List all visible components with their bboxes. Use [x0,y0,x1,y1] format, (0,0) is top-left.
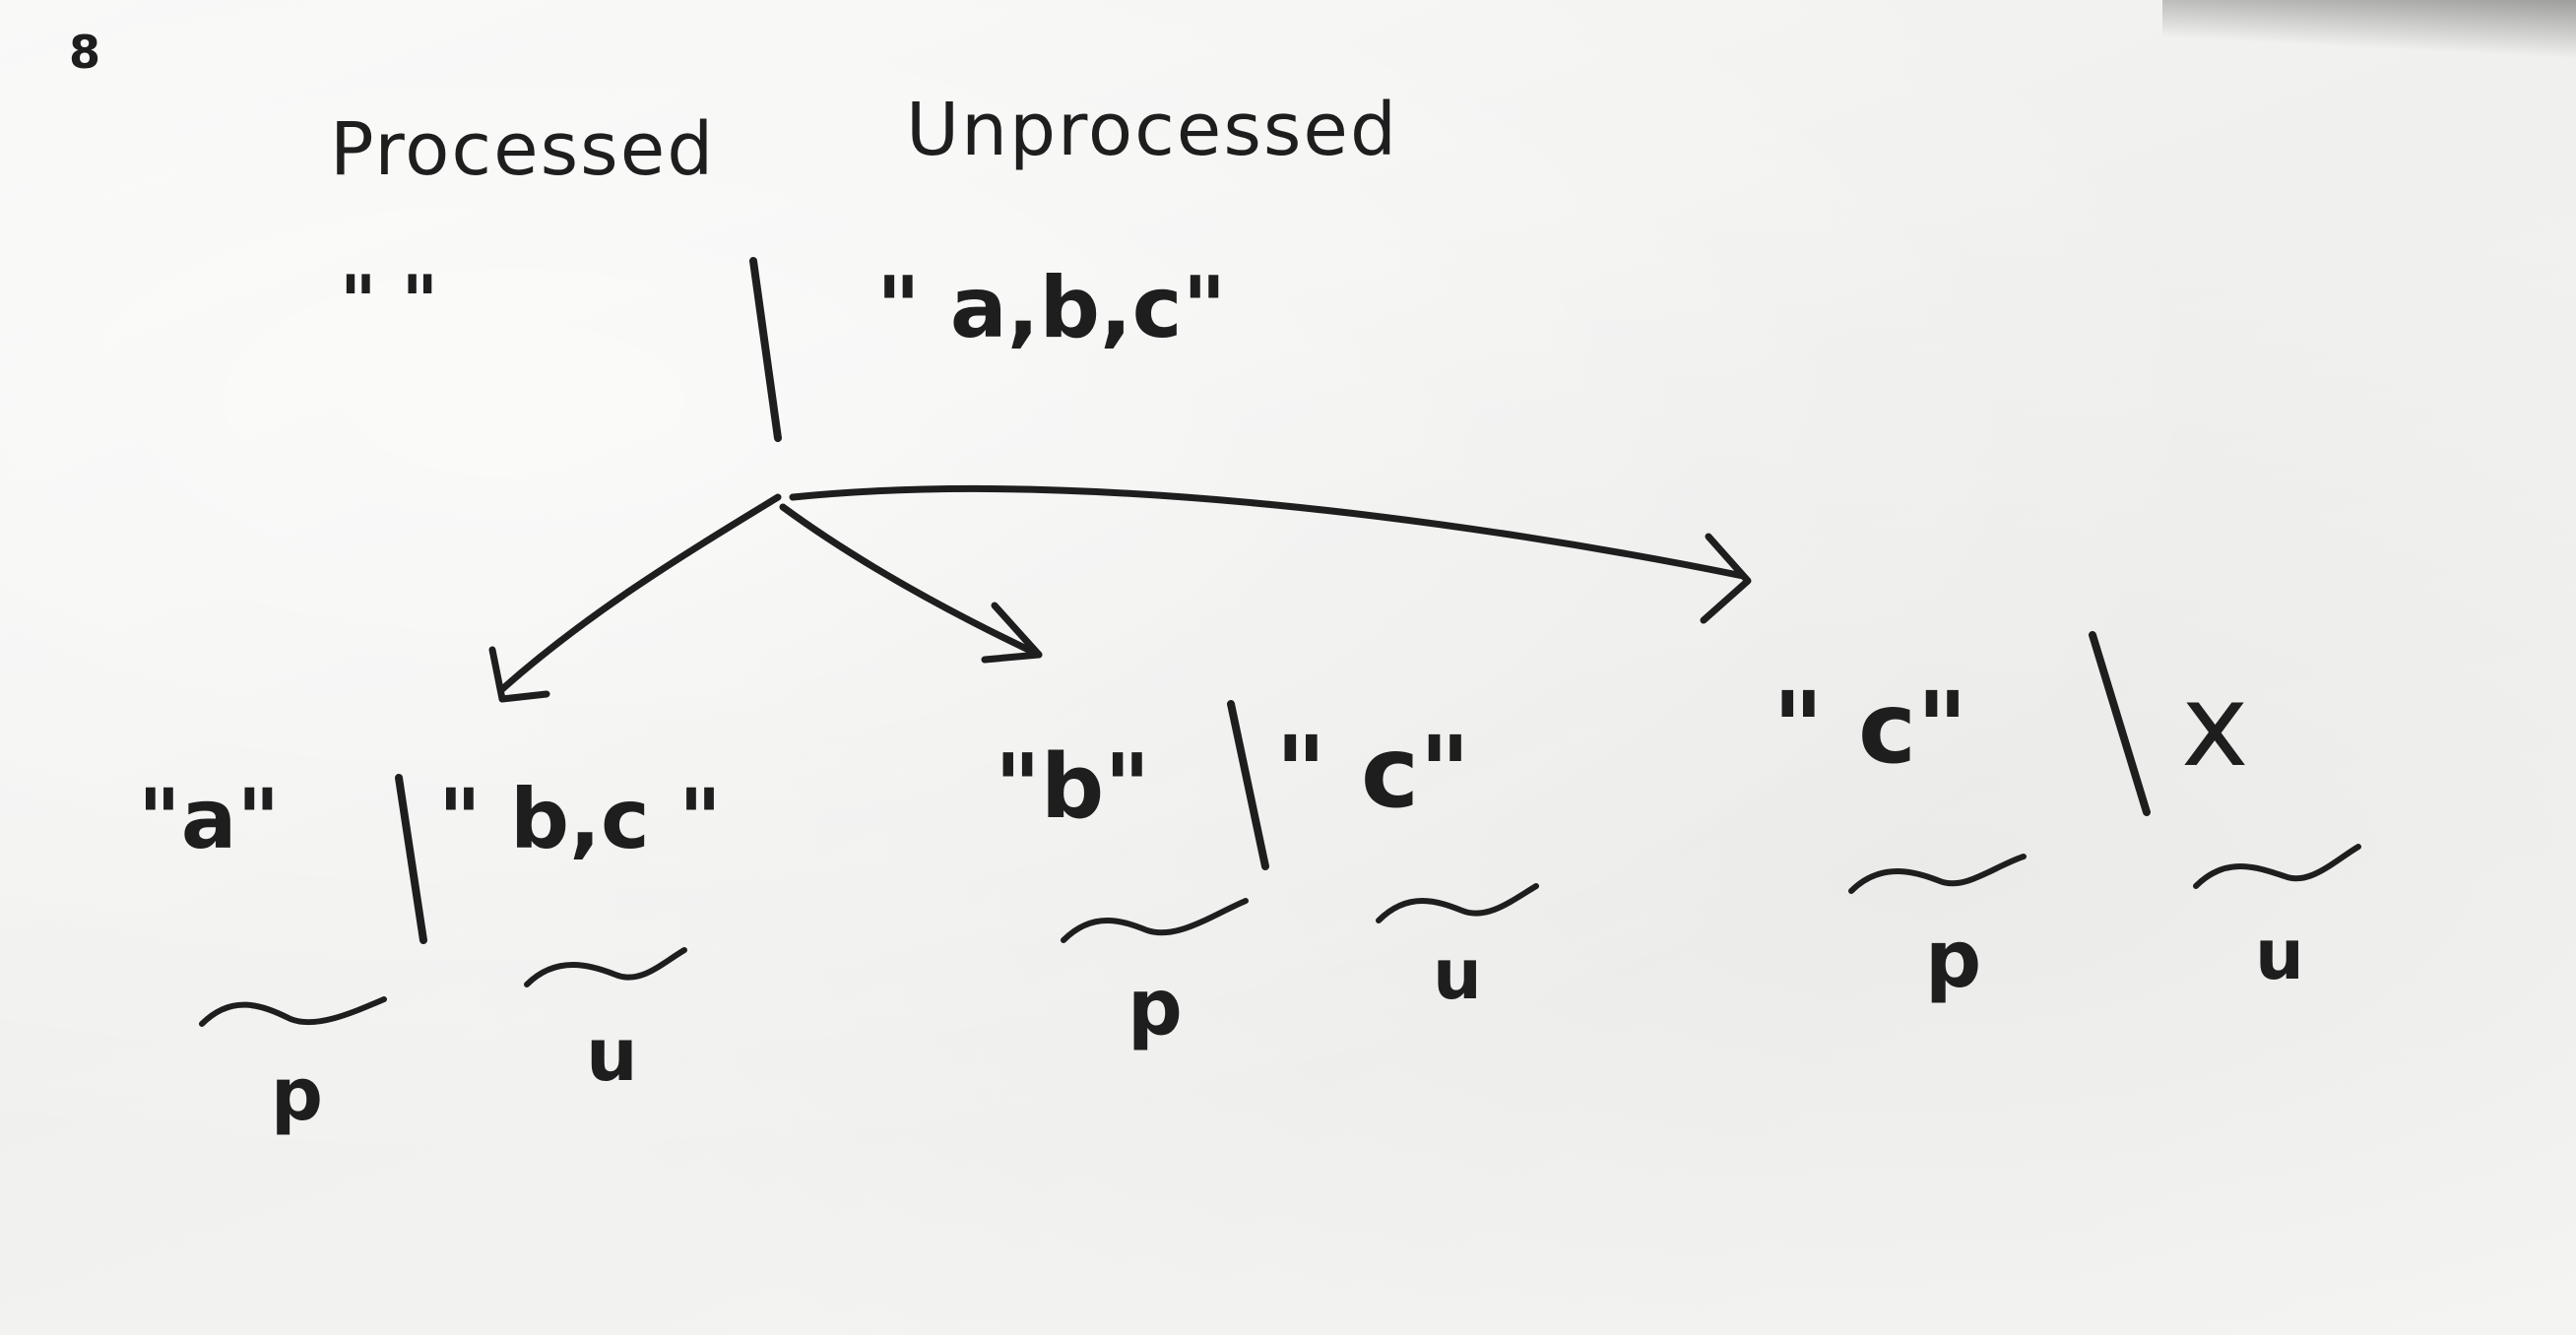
arrow-3-head [1700,533,1752,624]
child-3-unprocessed-tag: u [2255,915,2304,995]
child-1-processed: "a" [138,771,281,867]
child-1-divider [395,774,427,944]
arrow-2-head [981,602,1043,664]
child-2-divider [1227,700,1269,870]
child-1-unprocessed-brace [524,947,687,987]
child-3-processed-tag: p [1925,914,1982,1005]
header-unprocessed: Unprocessed [906,88,1398,172]
child-3-unprocessed-brace [2193,844,2361,889]
child-2-processed-tag: p [1127,964,1183,1052]
header-processed: Processed [330,107,716,192]
page-marker: 8 [69,26,101,79]
child-1-unprocessed: " b,c " [438,771,722,867]
child-1-processed-tag: p [271,1052,323,1137]
child-3-unprocessed: x [2181,660,2249,793]
arrow-to-child-2 [779,503,1043,664]
root-divider [749,257,782,442]
arrow-to-child-1 [488,493,782,703]
arrow-to-child-3 [789,485,1752,624]
arrow-3-shaft [789,485,1747,580]
child-3-processed: " c" [1772,670,1968,786]
child-3-divider [2089,631,2151,816]
child-2-processed: "b" [995,735,1151,839]
child-2-unprocessed-tag: u [1433,934,1482,1015]
child-2-unprocessed-brace [1376,883,1539,923]
root-processed: " " [340,260,439,343]
root-unprocessed: " a,b,c" [876,259,1227,357]
arrow-1-head [488,646,550,703]
arrow-2-shaft [779,503,1043,659]
child-2-processed-brace [1061,898,1249,943]
child-1-processed-brace [199,996,387,1027]
child-3-processed-brace [1848,854,2027,894]
child-2-unprocessed: " c" [1275,715,1471,830]
child-1-unprocessed-tag: u [586,1013,638,1098]
arrow-1-shaft [498,493,782,693]
